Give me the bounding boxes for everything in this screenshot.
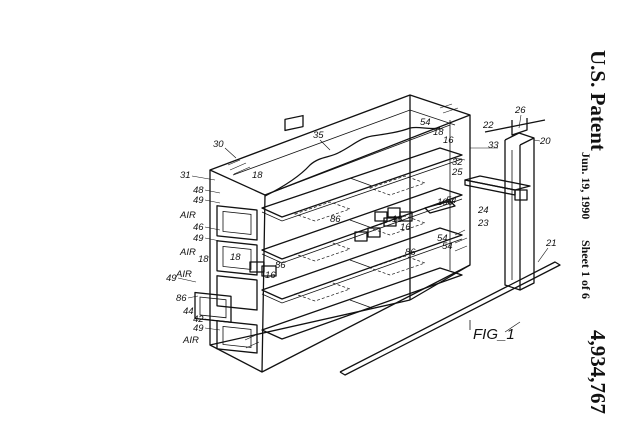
ref-30: 30 [213, 139, 224, 150]
ref-54-b: 54 [442, 241, 453, 252]
ref-18-top: 18 [433, 127, 444, 138]
ref-49-d: 49 [193, 323, 204, 334]
ref-21: 21 [545, 238, 557, 249]
ref-31: 31 [180, 170, 191, 181]
ref-23: 23 [477, 218, 489, 229]
ref-54-c: 54 [446, 195, 457, 206]
air-label-1: AIR [179, 210, 196, 221]
cutaway-edge [264, 126, 441, 197]
ref-16-mid: 16 [400, 222, 411, 233]
ref-33: 33 [488, 140, 499, 151]
air-label-2: AIR [179, 247, 196, 258]
ref-18-drawer: 18 [230, 252, 241, 263]
reference-numerals: 54 18 16 35 30 31 48 49 46 49 18 49 86 4… [166, 105, 557, 346]
ref-20: 20 [539, 136, 551, 147]
figure-label-leader [504, 321, 521, 333]
cabinet-body [209, 94, 471, 373]
ref-48: 48 [193, 185, 204, 196]
floor-rail [339, 261, 561, 376]
drawers [194, 205, 258, 354]
ref-26: 26 [514, 105, 526, 116]
ref-16-drawer: 16 [265, 270, 276, 281]
ref-18-shelf1: 18 [252, 170, 263, 181]
ref-16-top: 16 [443, 135, 454, 146]
ref-54-a: 54 [437, 233, 448, 244]
ref-100: 100 [437, 197, 454, 208]
ref-24: 24 [477, 205, 489, 216]
ref-18-left: 18 [198, 254, 209, 265]
ref-42: 42 [193, 314, 204, 325]
tray-dashed-outlines [293, 175, 427, 302]
ref-49-c: 49 [166, 273, 177, 284]
ref-54-top: 54 [420, 117, 431, 128]
robot-post [424, 118, 546, 291]
ref-25: 25 [451, 167, 463, 178]
leader-lines [177, 114, 549, 331]
ref-22: 22 [482, 120, 494, 131]
shelves [261, 147, 463, 340]
ref-86-shelf3: 86 [275, 260, 286, 271]
ref-18-mid: 18 [392, 214, 403, 225]
ref-35: 35 [313, 130, 324, 141]
air-label-4: AIR [182, 335, 199, 346]
ref-86-left: 86 [176, 293, 187, 304]
ref-86-mid: 86 [405, 247, 416, 258]
ref-44: 44 [183, 306, 194, 317]
figure-label: FIG_1 [473, 326, 515, 343]
ref-32: 32 [452, 157, 463, 168]
ref-49-b: 49 [193, 233, 204, 244]
food-items [249, 114, 413, 277]
ref-86-shelf2: 86 [330, 214, 341, 225]
ref-49-a: 49 [193, 195, 204, 206]
ref-46: 46 [193, 222, 204, 233]
air-label-3: AIR [175, 269, 192, 280]
